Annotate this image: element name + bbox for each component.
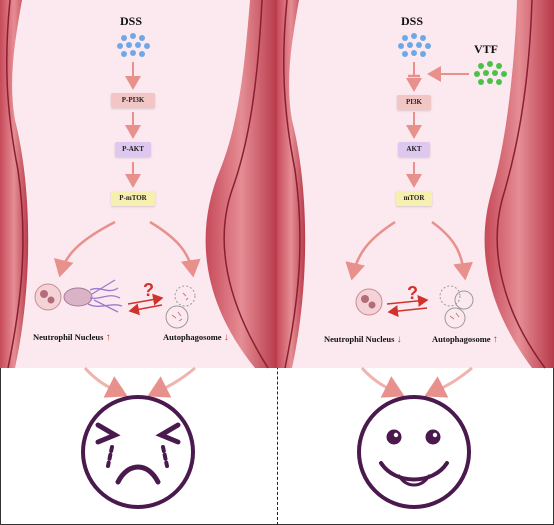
right-vtf-label: VTF (474, 42, 498, 56)
right-neutrophil-label: Neutrophil Nucleus ↓ (324, 334, 402, 345)
right-dss-label: DSS (401, 14, 424, 28)
left-autophagosome-down-arrow-icon: ↓ (223, 332, 229, 343)
autophagosome-icon (165, 285, 196, 329)
right-panel: ? DSS VTF PI3K AKT mTOR Neutrophil Nucle… (277, 0, 554, 525)
left-neutrophil-up-arrow-icon: ↑ (105, 332, 111, 343)
vtf-particles-icon (474, 61, 507, 85)
left-neutrophil-text: Neutrophil Nucleus (33, 332, 104, 342)
neutrophil-net-icon (34, 279, 123, 313)
left-dss-label: DSS (120, 14, 143, 28)
right-question-mark: ? (407, 283, 418, 303)
dss-particles-icon (398, 33, 431, 57)
dss-particles-icon (117, 33, 150, 57)
sad-face-icon (81, 395, 195, 509)
right-autophagosome-label: Autophagosome ↑ (432, 334, 498, 345)
right-pathway-box-3: mTOR (396, 191, 432, 206)
neutrophil-icon (355, 288, 383, 316)
right-pathway-box-2: AKT (398, 142, 430, 157)
right-panel-graphics: ? (277, 0, 554, 509)
left-panel-graphics: ? (0, 0, 277, 509)
left-pathway-box-2: P-AKT (115, 142, 151, 157)
happy-face-icon (357, 395, 471, 509)
right-autophagosome-text: Autophagosome (432, 334, 491, 344)
left-pathway-box-3: P-mTOR (111, 191, 155, 206)
right-autophagosome-up-arrow-icon: ↑ (492, 334, 498, 345)
left-panel: ? DSS P-PI3K P-AKT P-mTOR Neutrophil Nuc… (0, 0, 277, 509)
left-autophagosome-label: Autophagosome ↓ (163, 332, 229, 343)
right-intestinal-wall (205, 0, 277, 368)
left-neutrophil-label: Neutrophil Nucleus ↑ (33, 332, 111, 343)
left-question-mark: ? (143, 280, 154, 300)
left-pathway-box-1: P-PI3K (111, 93, 155, 108)
right-neutrophil-down-arrow-icon: ↓ (396, 334, 402, 345)
autophagosome-icon (439, 285, 474, 329)
right-pathway-box-1: PI3K (397, 95, 431, 110)
left-autophagosome-text: Autophagosome (163, 332, 222, 342)
right-neutrophil-text: Neutrophil Nucleus (324, 334, 395, 344)
